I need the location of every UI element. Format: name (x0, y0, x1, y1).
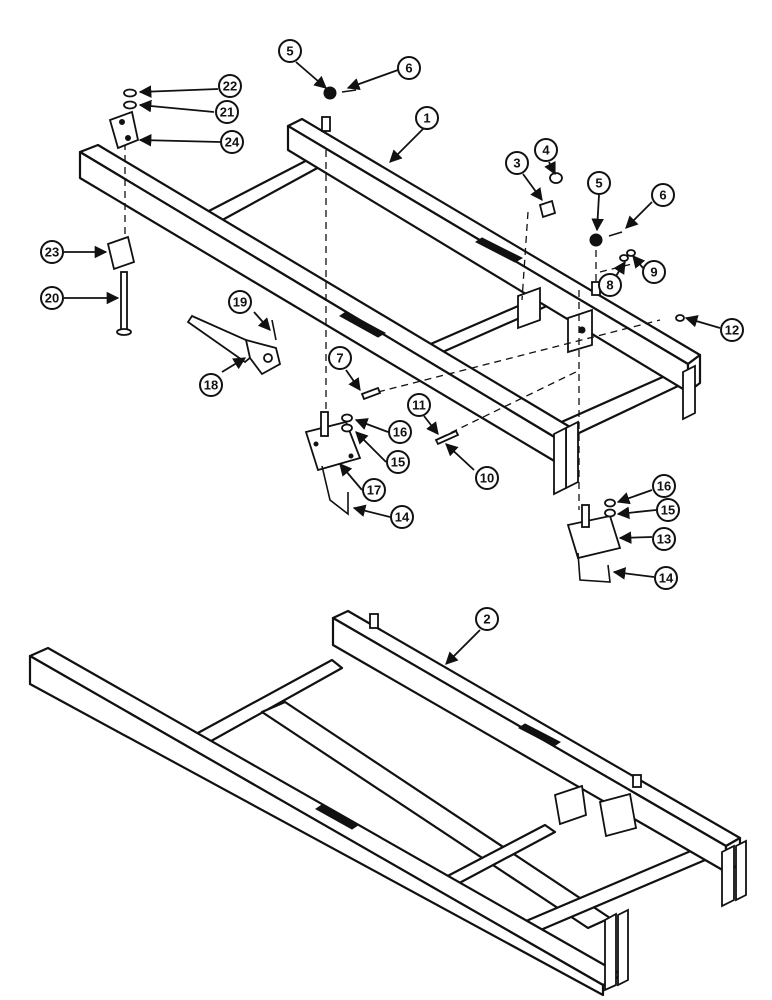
callout-3: 3 (505, 151, 529, 175)
svg-text:1: 1 (423, 111, 430, 126)
svg-text:6: 6 (405, 61, 412, 76)
callout-13: 13 (652, 527, 676, 551)
svg-text:13: 13 (657, 532, 671, 547)
callout-10: 10 (475, 466, 499, 490)
frame-assembly-2 (28, 609, 747, 997)
callout-4: 4 (534, 138, 558, 162)
callout-24: 24 (220, 130, 244, 154)
svg-text:3: 3 (513, 156, 520, 171)
svg-text:9: 9 (650, 265, 657, 280)
svg-text:20: 20 (45, 291, 59, 306)
callout-2: 2 (475, 607, 499, 631)
svg-text:12: 12 (725, 323, 739, 338)
callout-17: 17 (362, 478, 386, 502)
svg-text:23: 23 (45, 245, 59, 260)
svg-text:11: 11 (412, 398, 426, 413)
callout-23: 23 (40, 240, 64, 264)
callout-16-right: 16 (652, 474, 676, 498)
callout-5-top: 5 (278, 39, 302, 63)
callout-8: 8 (598, 273, 622, 297)
svg-text:5: 5 (286, 44, 293, 59)
callout-7: 7 (328, 346, 352, 370)
callout-21: 21 (215, 100, 239, 124)
callout-11: 11 (407, 393, 431, 417)
svg-text:15: 15 (391, 455, 405, 470)
callout-18: 18 (199, 373, 223, 397)
svg-text:24: 24 (225, 135, 240, 150)
svg-text:6: 6 (659, 188, 666, 203)
callout-20: 20 (40, 286, 64, 310)
svg-text:21: 21 (220, 105, 234, 120)
callout-9: 9 (642, 260, 666, 284)
callout-16-left: 16 (388, 420, 412, 444)
svg-text:10: 10 (480, 471, 494, 486)
svg-text:14: 14 (395, 510, 410, 525)
frame-assembly-1 (78, 116, 702, 510)
callout-6-top: 6 (397, 56, 421, 80)
leader-lines (64, 61, 721, 665)
callout-15-left: 15 (386, 450, 410, 474)
svg-text:19: 19 (233, 295, 247, 310)
callout-15-right: 15 (656, 498, 680, 522)
callout-22: 22 (218, 74, 242, 98)
svg-text:16: 16 (657, 479, 671, 494)
svg-text:2: 2 (483, 612, 490, 627)
svg-text:17: 17 (367, 483, 381, 498)
callout-1: 1 (415, 106, 439, 130)
svg-text:16: 16 (393, 425, 407, 440)
svg-text:22: 22 (223, 79, 237, 94)
svg-text:4: 4 (542, 143, 550, 158)
svg-text:14: 14 (659, 571, 674, 586)
callout-19: 19 (228, 290, 252, 314)
svg-text:5: 5 (595, 176, 602, 191)
callout-14-left: 14 (390, 505, 414, 529)
callout-14-right: 14 (654, 566, 678, 590)
svg-text:7: 7 (336, 351, 343, 366)
svg-text:18: 18 (204, 378, 218, 393)
svg-text:15: 15 (661, 503, 675, 518)
callout-6-right: 6 (651, 183, 675, 207)
svg-text:8: 8 (606, 278, 613, 293)
callout-5-right: 5 (587, 171, 611, 195)
hardware-upper (106, 86, 685, 583)
callout-12: 12 (720, 318, 744, 342)
